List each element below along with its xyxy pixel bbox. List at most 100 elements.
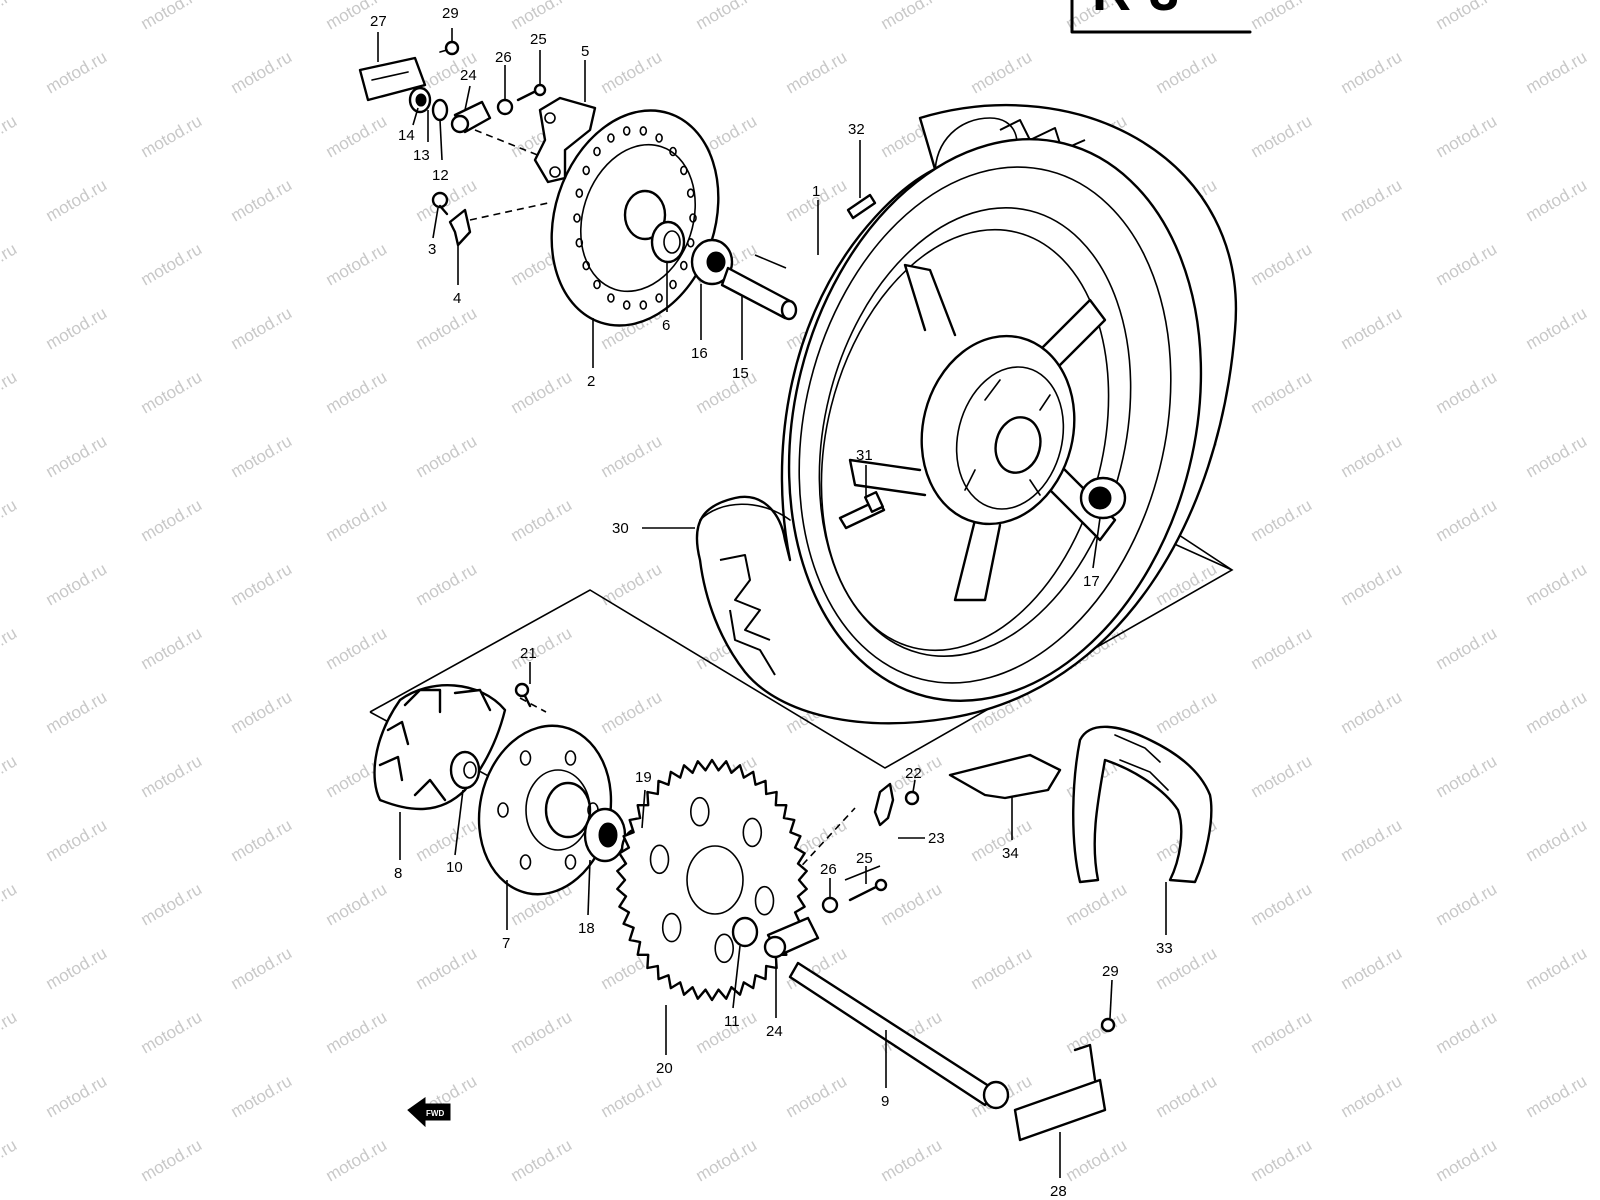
watermark-text: motod.ru	[1248, 239, 1316, 289]
watermark-text: motod.ru	[1433, 239, 1501, 289]
watermark-text: motod.ru	[508, 1135, 576, 1185]
callout-text: 15	[732, 365, 749, 382]
bolt-part-3[interactable]	[431, 191, 449, 216]
axle-part-9[interactable]	[788, 961, 1010, 1110]
watermark-text: motod.ru	[878, 1135, 946, 1185]
sprocket-hub-part-7[interactable]	[464, 713, 627, 906]
watermark-text: motod.ru	[1248, 1007, 1316, 1057]
callout-text: 11	[724, 1013, 740, 1030]
callout-26-top: 26	[495, 49, 512, 100]
disc-hole	[655, 293, 663, 303]
watermark-text: motod.ru	[1523, 815, 1591, 865]
chain-part-33[interactable]	[1072, 725, 1213, 884]
callout-text: 24	[460, 67, 477, 84]
axle-spacer-part-15[interactable]	[720, 266, 798, 321]
watermark-text: motod.ru	[138, 0, 206, 33]
spacer-part-11[interactable]	[731, 916, 759, 948]
callout-24-top: 24	[460, 67, 477, 111]
corner-tag-text: R-3	[1092, 0, 1179, 22]
bolt-part-25-top[interactable]	[516, 83, 547, 102]
callout-text: 17	[1083, 573, 1100, 590]
callout-text: 21	[520, 645, 537, 662]
bolt-part-25-bottom[interactable]	[848, 878, 888, 902]
nut-part-14[interactable]	[408, 86, 432, 114]
callout-text: 30	[612, 520, 629, 537]
corner-tag: R-3	[1070, 0, 1252, 34]
callout-5: 5	[581, 43, 589, 102]
callout-text: 20	[656, 1060, 673, 1077]
watermark-text: motod.ru	[0, 239, 20, 289]
guard-plate-part-28[interactable]	[1013, 1017, 1116, 1142]
watermark-text: motod.ru	[693, 1135, 761, 1185]
chain-adjuster-part-24-top[interactable]	[450, 100, 492, 134]
chain-adjuster-plate-part-27[interactable]	[358, 56, 427, 102]
callout-13: 13	[413, 110, 430, 164]
nut-part-26-bottom[interactable]	[821, 896, 839, 914]
watermark-text: motod.ru	[1433, 623, 1501, 673]
watermark-text: motod.ru	[323, 879, 391, 929]
bearing-part-16[interactable]	[690, 238, 734, 286]
caliper-bracket-part-5[interactable]	[533, 96, 597, 184]
watermark-text: motod.ru	[138, 623, 206, 673]
watermark-text: motod.ru	[43, 1071, 111, 1121]
nut-part-26-top[interactable]	[496, 98, 514, 116]
spacer-part-10[interactable]	[449, 750, 481, 790]
watermark-text: motod.ru	[1338, 47, 1406, 97]
sprocket-part-20[interactable]	[616, 758, 808, 1002]
sprocket-cutout	[689, 796, 710, 827]
watermark-text: motod.ru	[0, 1007, 20, 1057]
watermark-text: motod.ru	[1338, 687, 1406, 737]
disc-holes	[573, 126, 697, 310]
watermark-text: motod.ru	[228, 687, 296, 737]
watermark-text: motod.ru	[1248, 623, 1316, 673]
screw-part-29-top[interactable]	[439, 40, 460, 56]
watermark-text: motod.ru	[1338, 815, 1406, 865]
watermark-text: motod.ru	[1153, 47, 1221, 97]
callout-1: 1	[812, 183, 820, 255]
watermark-text: motod.ru	[968, 47, 1036, 97]
callout-29-bottom: 29	[1102, 963, 1119, 1019]
callout-18: 18	[578, 859, 595, 937]
spacer-part-6[interactable]	[650, 220, 686, 264]
watermark-text: motod.ru	[43, 943, 111, 993]
callout-17: 17	[1083, 517, 1101, 590]
watermark-text: motod.ru	[43, 303, 111, 353]
fwd-arrow: FWD	[407, 1097, 451, 1128]
disc-hole	[679, 260, 688, 271]
disc-hole	[575, 238, 584, 248]
callout-20: 20	[656, 1005, 673, 1077]
chain-adjuster-part-24-bottom[interactable]	[763, 916, 820, 959]
callout-text: 32	[848, 121, 865, 138]
watermark-text: motod.ru	[1338, 431, 1406, 481]
callout-text: 12	[432, 167, 449, 184]
callout-text: 29	[1102, 963, 1119, 980]
bolt-part-21[interactable]	[514, 682, 532, 708]
watermark-text: motod.ru	[1338, 1071, 1406, 1121]
watermark-text: motod.ru	[0, 1135, 20, 1185]
washer-part-12[interactable]	[431, 98, 449, 122]
watermark-text: motod.ru	[138, 1007, 206, 1057]
nut-part-22[interactable]	[904, 790, 920, 806]
bearing-part-17[interactable]	[1079, 476, 1127, 520]
callout-27: 27	[370, 13, 387, 62]
callout-10: 10	[446, 789, 464, 876]
callout-25-top: 25	[530, 31, 547, 85]
disc-hole	[689, 213, 697, 223]
watermark-text: motod.ru	[228, 175, 296, 225]
watermark-text: motod.ru	[323, 367, 391, 417]
watermark-text: motod.ru	[1523, 559, 1591, 609]
watermark-text: motod.ru	[0, 623, 20, 673]
wheel-rim-part-1[interactable]	[732, 95, 1258, 745]
callout-15: 15	[732, 295, 749, 382]
callout-24-bottom: 24	[766, 958, 783, 1040]
valve-part-31[interactable]	[838, 491, 886, 530]
callout-30: 30	[612, 520, 695, 537]
watermark-text: motod.ru	[228, 559, 296, 609]
lock-washer-part-4[interactable]	[448, 208, 472, 247]
chain-case-part-34[interactable]	[948, 753, 1062, 800]
hub-hole	[564, 750, 577, 766]
washer-part-23[interactable]	[873, 782, 895, 827]
disc-hole	[593, 146, 601, 157]
balance-weight-part-32[interactable]	[846, 193, 877, 220]
